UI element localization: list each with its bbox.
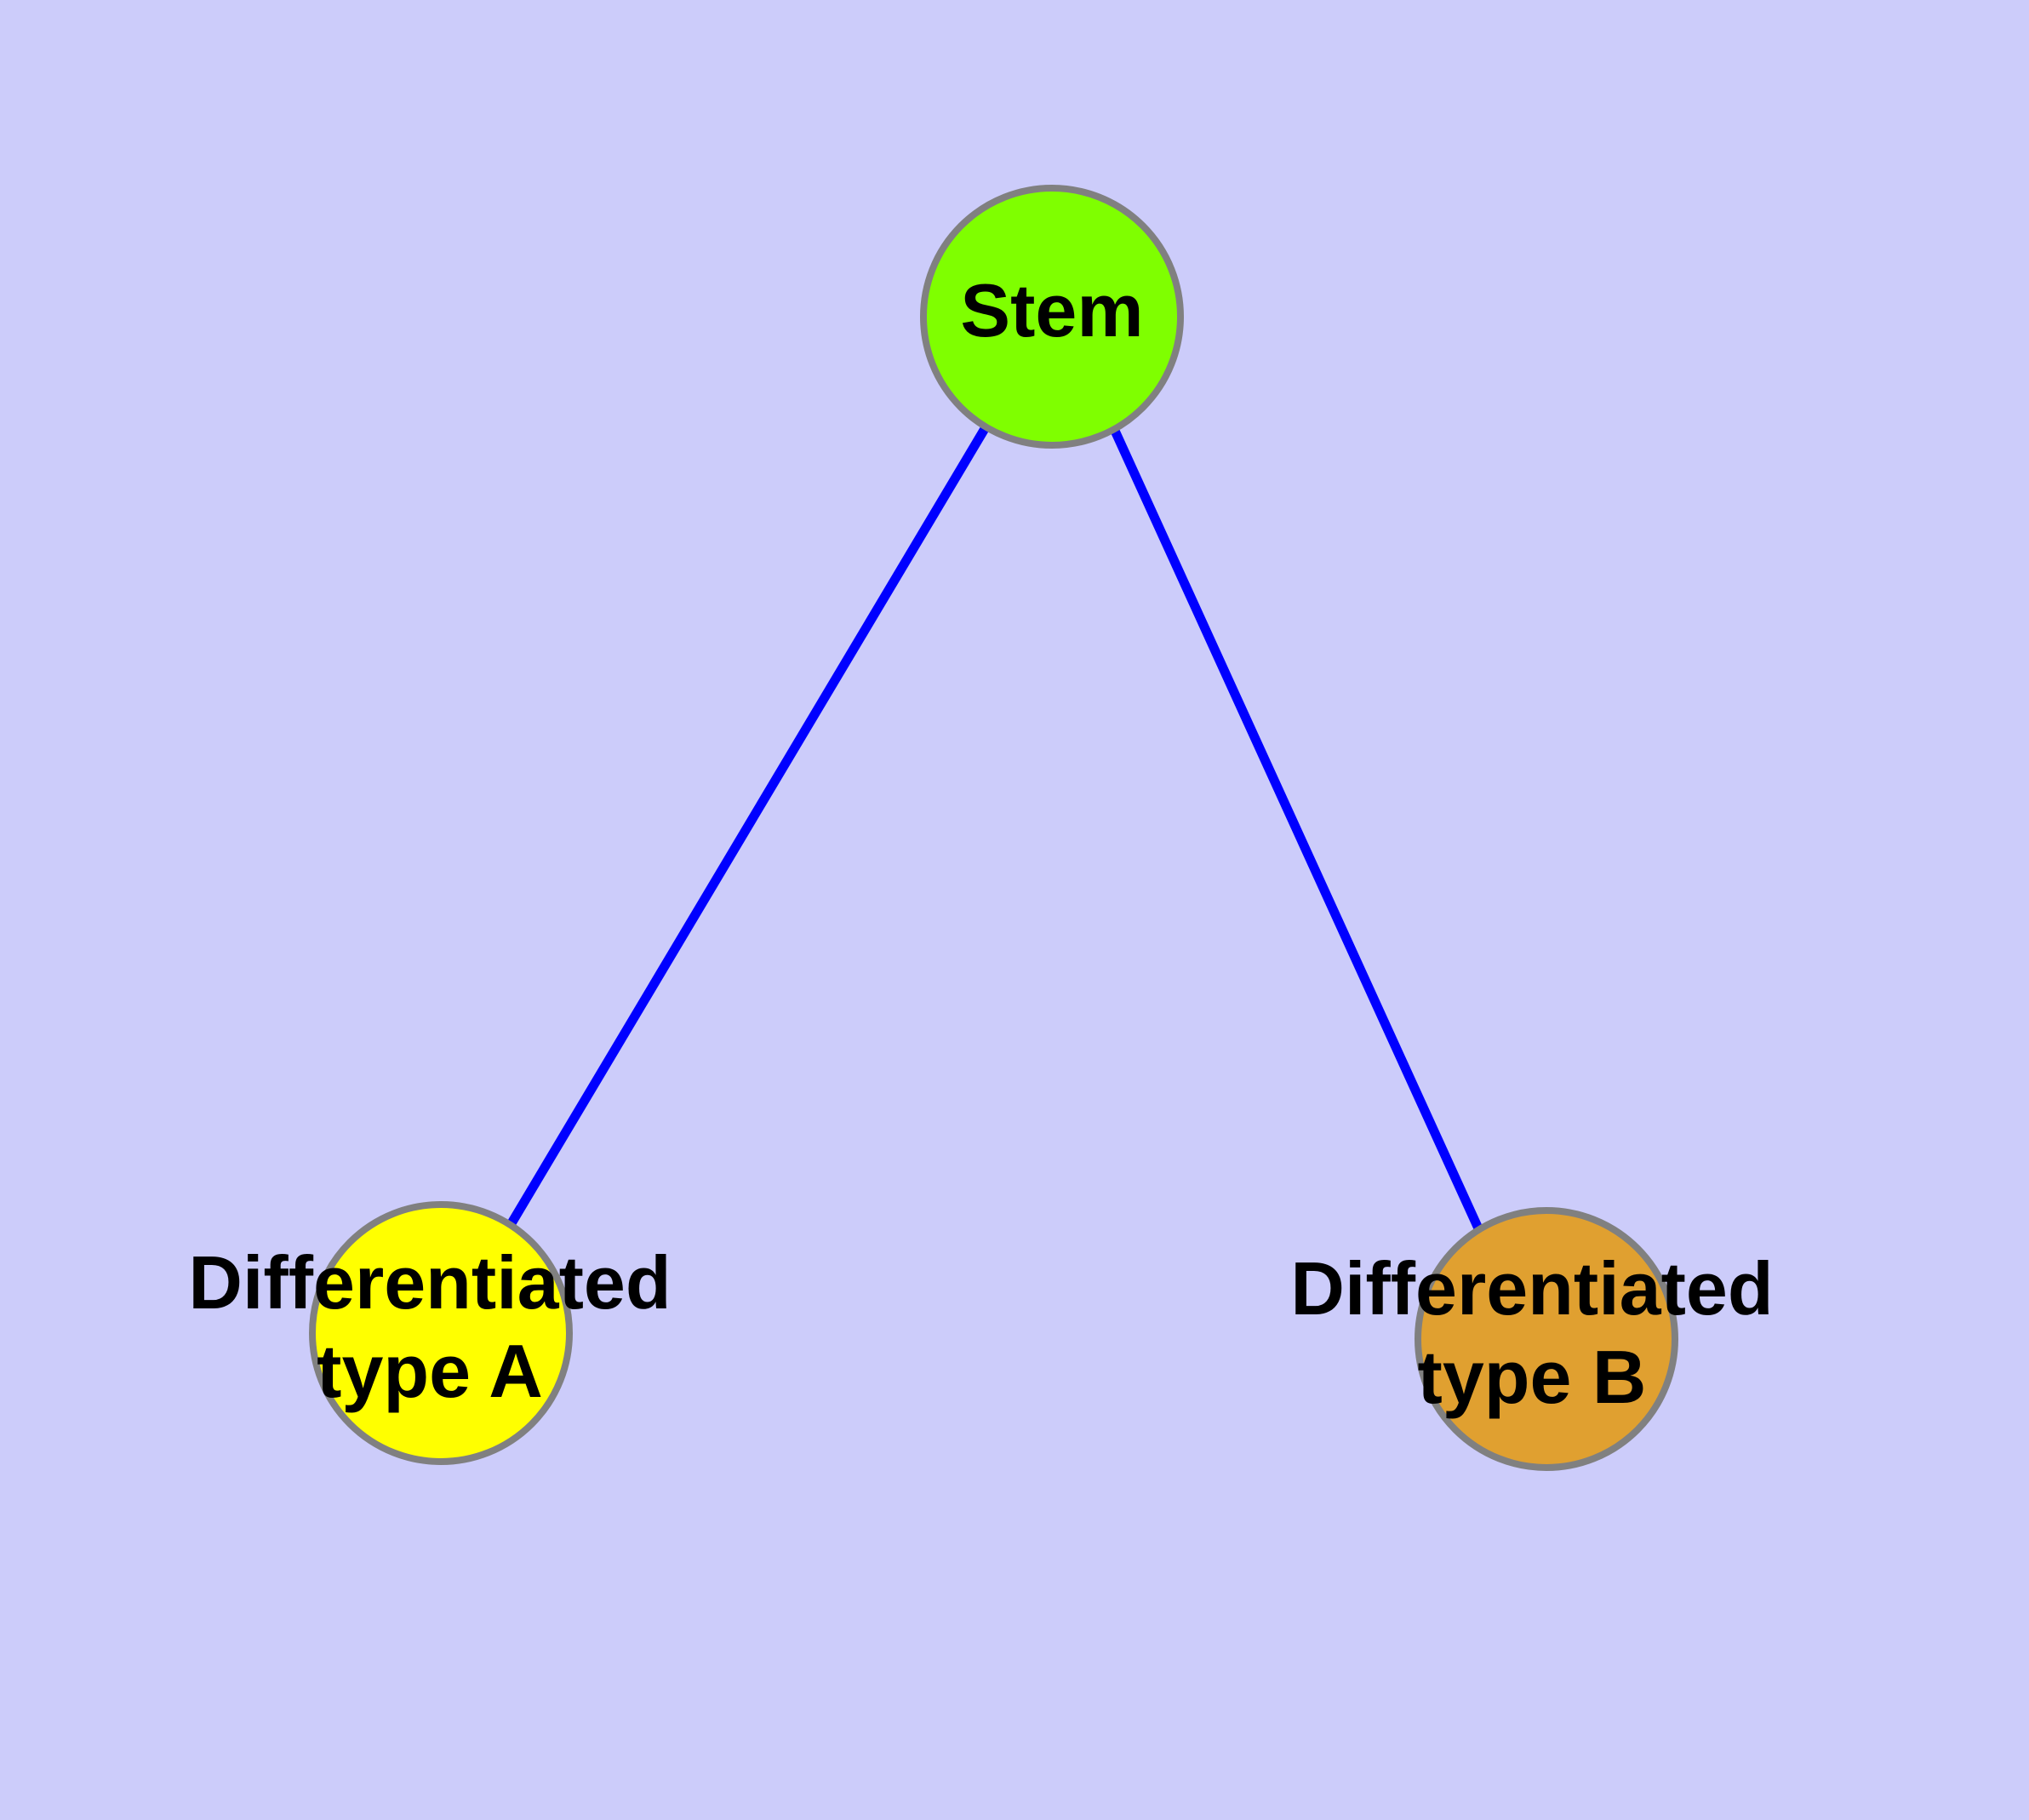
node-circle-stem[interactable] bbox=[920, 185, 1184, 449]
edges-layer bbox=[507, 425, 1483, 1231]
node-circle-diff-b[interactable] bbox=[1415, 1207, 1678, 1471]
node-circle-diff-a[interactable] bbox=[309, 1201, 573, 1465]
node-label-line: Differentiated bbox=[1290, 1246, 1773, 1331]
node-label-line: Differentiated bbox=[188, 1240, 671, 1325]
node-stem[interactable]: Stem bbox=[920, 185, 1184, 449]
edge-stem-diff-b[interactable] bbox=[1110, 428, 1483, 1231]
edge-stem-diff-a[interactable] bbox=[507, 425, 990, 1226]
node-label-stem: Stem bbox=[960, 268, 1143, 352]
node-label-line: Stem bbox=[960, 268, 1143, 352]
node-label-line: type A bbox=[317, 1329, 543, 1413]
node-label-line: type B bbox=[1418, 1335, 1647, 1419]
